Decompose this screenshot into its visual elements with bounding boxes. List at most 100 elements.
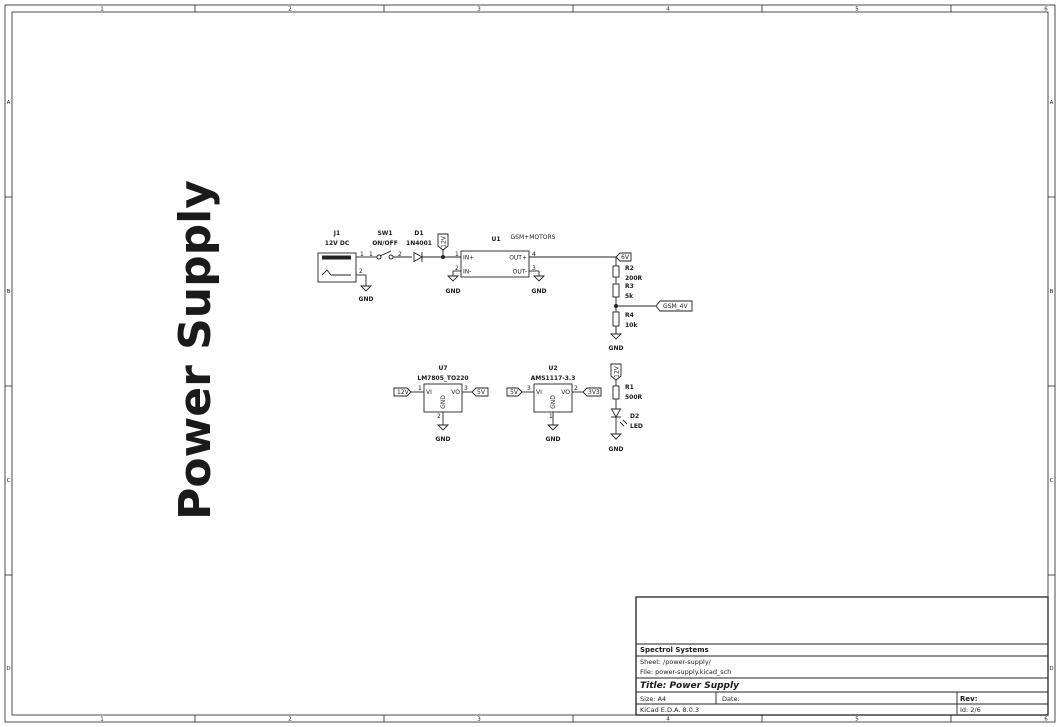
d1-value: 1N4001 <box>406 240 432 247</box>
net-label-5v-u7[interactable]: 5V <box>471 387 489 397</box>
zone-col-6-bottom: 6 <box>1044 717 1048 723</box>
net-label-5v-u2[interactable]: 5V <box>506 387 523 397</box>
sw1-pin1: 1 <box>369 251 373 258</box>
u1-pin3-num: 3 <box>532 265 536 272</box>
zone-col-4-bottom: 4 <box>666 717 670 723</box>
zone-col-3-top: 3 <box>477 7 481 13</box>
j1-pin2: 2 <box>359 268 363 275</box>
r1-resistor[interactable]: R1 500R <box>612 384 643 401</box>
zone-col-2-top: 2 <box>288 7 292 13</box>
title-block: Spectrol Systems Sheet: /power-supply/ F… <box>635 596 1049 716</box>
u1-pin-out-plus: OUT+ <box>509 255 527 262</box>
zone-row-b-left: B <box>7 289 11 295</box>
u2-pin1-num: 1 <box>549 413 553 420</box>
r1-ref: R1 <box>625 384 634 391</box>
zone-labels: 1 2 3 4 5 6 1 2 3 4 5 6 A B C D A B C D <box>6 7 1053 723</box>
gnd-symbol-j1: GND <box>359 275 374 303</box>
zone-col-1-top: 1 <box>100 7 104 13</box>
gnd-label-u1-in: GND <box>446 288 461 295</box>
net-label-gsm4v[interactable]: GSM_4V <box>655 300 693 312</box>
r3-ref: R3 <box>625 283 634 290</box>
gnd-label-u7: GND <box>436 436 451 443</box>
net-12v-led-text: 12V <box>613 365 620 378</box>
j1-switch-mark <box>321 269 332 276</box>
sw1-switch[interactable]: SW1 ON/OFF 1 2 <box>369 230 402 260</box>
j1-connector[interactable]: J1 12V DC 1 2 <box>317 230 366 283</box>
u7-pin3-num: 3 <box>464 385 468 392</box>
u7-pin1-num: 1 <box>418 385 422 392</box>
zone-col-5-top: 5 <box>855 7 859 13</box>
zone-col-4-top: 4 <box>666 7 670 13</box>
zone-row-a-right: A <box>1050 100 1054 106</box>
u7-pin-gnd: GND <box>440 395 447 409</box>
net-5v-u7-text: 5V <box>477 389 486 396</box>
net-gsm4v-text: GSM_4V <box>663 303 688 310</box>
zone-row-a-left: A <box>7 100 11 106</box>
d2-led[interactable]: D2 LED <box>610 408 643 430</box>
r4-ref: R4 <box>625 312 634 319</box>
gnd-symbol-u2: GND <box>546 424 561 443</box>
r3-value: 5k <box>625 293 634 300</box>
tb-rev: Rev: <box>960 695 978 703</box>
gnd-symbol-u1-in: GND <box>446 270 461 295</box>
u7-ref: U7 <box>438 365 447 372</box>
u2-pin3-num: 3 <box>527 385 531 392</box>
j1-ref: J1 <box>333 230 340 237</box>
gnd-symbol-d2: GND <box>609 433 623 453</box>
gnd-label-u1-out: GND <box>532 288 547 295</box>
u2-value: AMS1117-3.3 <box>531 375 576 382</box>
u2-ref: U2 <box>548 365 557 372</box>
net-label-12v-u7[interactable]: 12V <box>393 387 412 397</box>
u1-value: GSM+MOTORS <box>511 234 556 241</box>
d2-ref: D2 <box>630 413 639 420</box>
r2-resistor[interactable]: R2 200R <box>612 265 643 282</box>
net-label-6v[interactable]: 6V <box>615 252 632 262</box>
j1-barrel <box>322 255 351 260</box>
u1-module[interactable]: U1 GSM+MOTORS IN+ IN- OUT+ OUT- 1 2 3 4 <box>455 234 556 278</box>
net-12v-flag-text: 12V <box>440 235 447 248</box>
net-label-12v-junction[interactable]: 12V <box>437 233 449 257</box>
gnd-symbol-u7: GND <box>436 424 451 443</box>
u7-value: LM7805_TO220 <box>417 375 468 382</box>
net-12v-u7-text: 12V <box>397 389 410 396</box>
tb-company: Spectrol Systems <box>640 646 709 654</box>
net-label-3v3-u2[interactable]: 3V3 <box>582 387 602 397</box>
zone-row-d-right: D <box>1049 666 1053 672</box>
tb-file: File: power-supply.kicad_sch <box>640 668 731 676</box>
u1-pin4-num: 4 <box>532 251 536 258</box>
r1-value: 500R <box>625 394 643 401</box>
sw1-ref: SW1 <box>377 230 392 237</box>
u1-ref: U1 <box>491 236 500 243</box>
gnd-label-r4: GND <box>609 345 624 352</box>
gnd-symbol-u1-out: GND <box>529 270 547 295</box>
sheet-frame <box>4 4 1056 723</box>
tb-tool: KiCad E.D.A. 8.0.3 <box>640 706 699 714</box>
net-label-12v-led[interactable]: 12V <box>610 363 622 381</box>
r4-resistor[interactable]: R4 10k <box>612 311 638 329</box>
r2-ref: R2 <box>625 265 634 272</box>
u1-pin2-num: 2 <box>455 265 459 272</box>
d1-ref: D1 <box>414 230 423 237</box>
sw1-value: ON/OFF <box>372 240 398 247</box>
u7-pin-vo: VO <box>451 389 460 396</box>
sw1-pin2: 2 <box>398 251 402 258</box>
j1-body <box>317 252 357 283</box>
tb-title: Title: Power Supply <box>640 681 740 691</box>
j1-pin1: 1 <box>360 251 364 258</box>
r4-value: 10k <box>625 322 638 329</box>
u1-pin-in-minus: IN- <box>463 269 471 276</box>
u7-pin-vi: VI <box>426 389 432 396</box>
zone-col-2-bottom: 2 <box>288 717 292 723</box>
u2-pin-vi: VI <box>536 389 542 396</box>
zone-col-5-bottom: 5 <box>855 717 859 723</box>
tb-date: Date: <box>722 695 740 703</box>
zone-row-c-left: C <box>7 478 11 484</box>
u2-regulator[interactable]: U2 AMS1117-3.3 VI VO GND 1 2 3 <box>527 365 578 420</box>
net-5v-u2-text: 5V <box>510 389 519 396</box>
u7-pin2-num: 2 <box>437 413 441 420</box>
zone-row-d-left: D <box>6 666 10 672</box>
gnd-label-j1: GND <box>359 296 374 303</box>
u7-regulator[interactable]: U7 LM7805_TO220 VI VO GND 1 2 3 <box>417 365 468 420</box>
gnd-label-u2: GND <box>546 436 561 443</box>
